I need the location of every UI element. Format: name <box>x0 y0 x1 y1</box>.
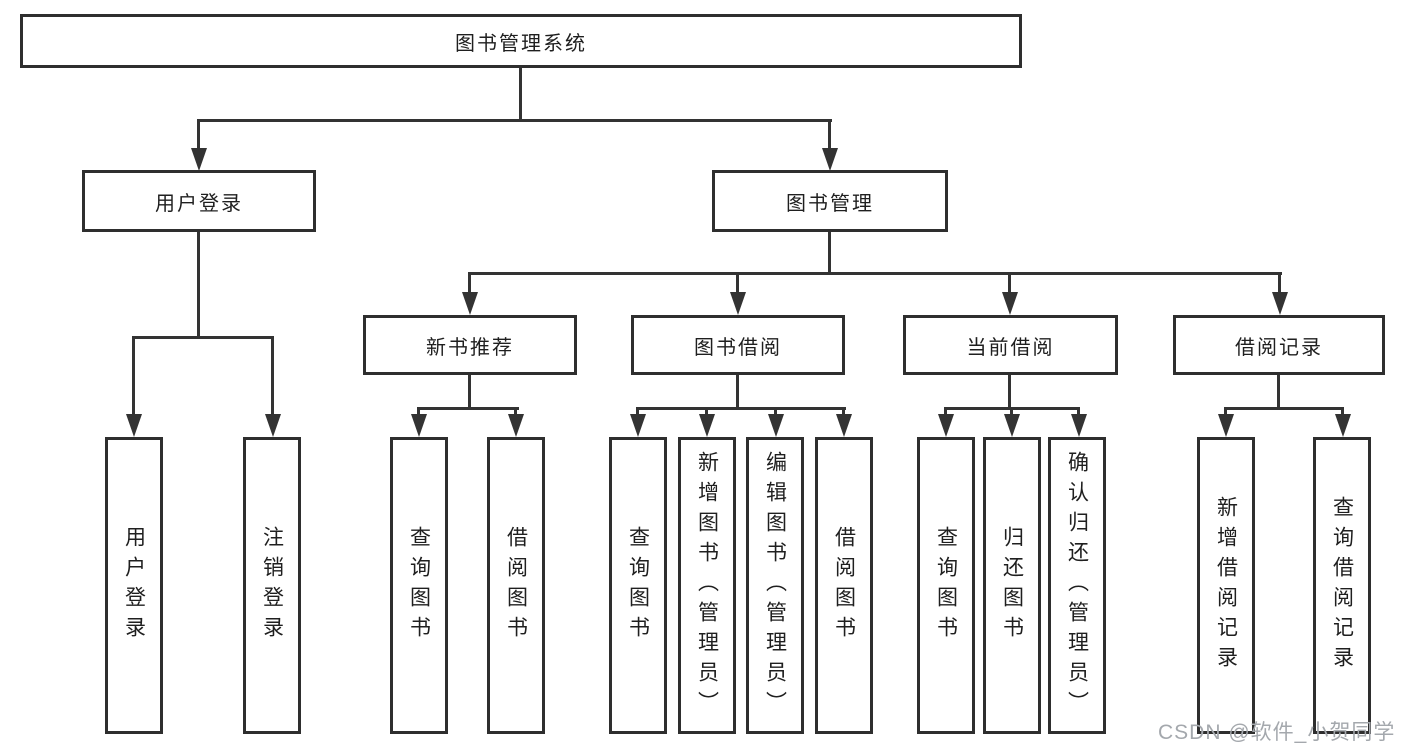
node-borrowing-records: 借阅记录 <box>1173 315 1385 375</box>
leaf-user-login: 用户登录 <box>105 437 163 734</box>
leaf-query-borrow-record: 查询借阅记录 <box>1313 437 1371 734</box>
connector-line <box>468 375 471 407</box>
connector-line <box>1278 272 1281 294</box>
leaf-confirm-return-admin: 确认归还（管理员） <box>1048 437 1106 734</box>
arrow-down-icon <box>1004 414 1020 437</box>
arrow-down-icon <box>1335 414 1351 437</box>
arrow-down-icon <box>768 414 784 437</box>
arrow-down-icon <box>508 414 524 437</box>
connector-line <box>468 272 1282 275</box>
arrow-down-icon <box>1272 292 1288 315</box>
arrow-down-icon <box>265 414 281 437</box>
connector-line <box>736 375 739 407</box>
connector-line <box>514 407 517 419</box>
connector-line <box>271 336 274 417</box>
connector-line <box>828 232 831 272</box>
arrow-down-icon <box>1218 414 1234 437</box>
connector-line <box>197 232 200 336</box>
arrow-down-icon <box>630 414 646 437</box>
connector-line <box>1224 407 1227 419</box>
arrow-down-icon <box>1002 292 1018 315</box>
connector-line <box>1224 407 1344 410</box>
connector-line <box>132 336 274 339</box>
node-user-login: 用户登录 <box>82 170 316 232</box>
node-book-borrowing: 图书借阅 <box>631 315 845 375</box>
leaf-query-books-3: 查询图书 <box>917 437 975 734</box>
connector-line <box>1008 375 1011 407</box>
csdn-watermark: CSDN @软件_小贺同学 <box>1158 721 1396 744</box>
connector-line <box>774 407 777 419</box>
leaf-borrow-books-2: 借阅图书 <box>815 437 873 734</box>
arrow-down-icon <box>822 148 838 171</box>
connector-line <box>1077 407 1080 419</box>
arrow-down-icon <box>1071 414 1087 437</box>
arrow-down-icon <box>126 414 142 437</box>
connector-line <box>736 272 739 294</box>
connector-line <box>1277 375 1280 407</box>
arrow-down-icon <box>730 292 746 315</box>
connector-line <box>636 407 846 410</box>
connector-line <box>417 407 420 419</box>
connector-line <box>519 68 522 119</box>
node-system-root: 图书管理系统 <box>20 14 1022 68</box>
leaf-logout: 注销登录 <box>243 437 301 734</box>
arrow-down-icon <box>938 414 954 437</box>
node-new-book-recommend: 新书推荐 <box>363 315 577 375</box>
arrow-down-icon <box>699 414 715 437</box>
node-current-borrowing: 当前借阅 <box>903 315 1118 375</box>
leaf-edit-books-admin: 编辑图书（管理员） <box>746 437 804 734</box>
arrow-down-icon <box>462 292 478 315</box>
connector-line <box>828 119 831 153</box>
leaf-borrow-books-1: 借阅图书 <box>487 437 545 734</box>
connector-line <box>636 407 639 419</box>
connector-line <box>132 336 135 417</box>
leaf-add-borrow-record: 新增借阅记录 <box>1197 437 1255 734</box>
connector-line <box>1341 407 1344 419</box>
connector-line <box>1008 272 1011 294</box>
arrow-down-icon <box>191 148 207 171</box>
connector-line <box>417 407 519 410</box>
connector-line <box>705 407 708 419</box>
leaf-return-books: 归还图书 <box>983 437 1041 734</box>
arrow-down-icon <box>411 414 427 437</box>
connector-line <box>198 119 832 122</box>
connector-line <box>944 407 947 419</box>
arrow-down-icon <box>836 414 852 437</box>
connector-line <box>197 119 200 153</box>
connector-line <box>842 407 845 419</box>
connector-line <box>468 272 471 294</box>
leaf-add-books-admin: 新增图书（管理员） <box>678 437 736 734</box>
leaf-query-books-2: 查询图书 <box>609 437 667 734</box>
connector-line <box>1010 407 1013 419</box>
leaf-query-books-1: 查询图书 <box>390 437 448 734</box>
node-book-management: 图书管理 <box>712 170 948 232</box>
